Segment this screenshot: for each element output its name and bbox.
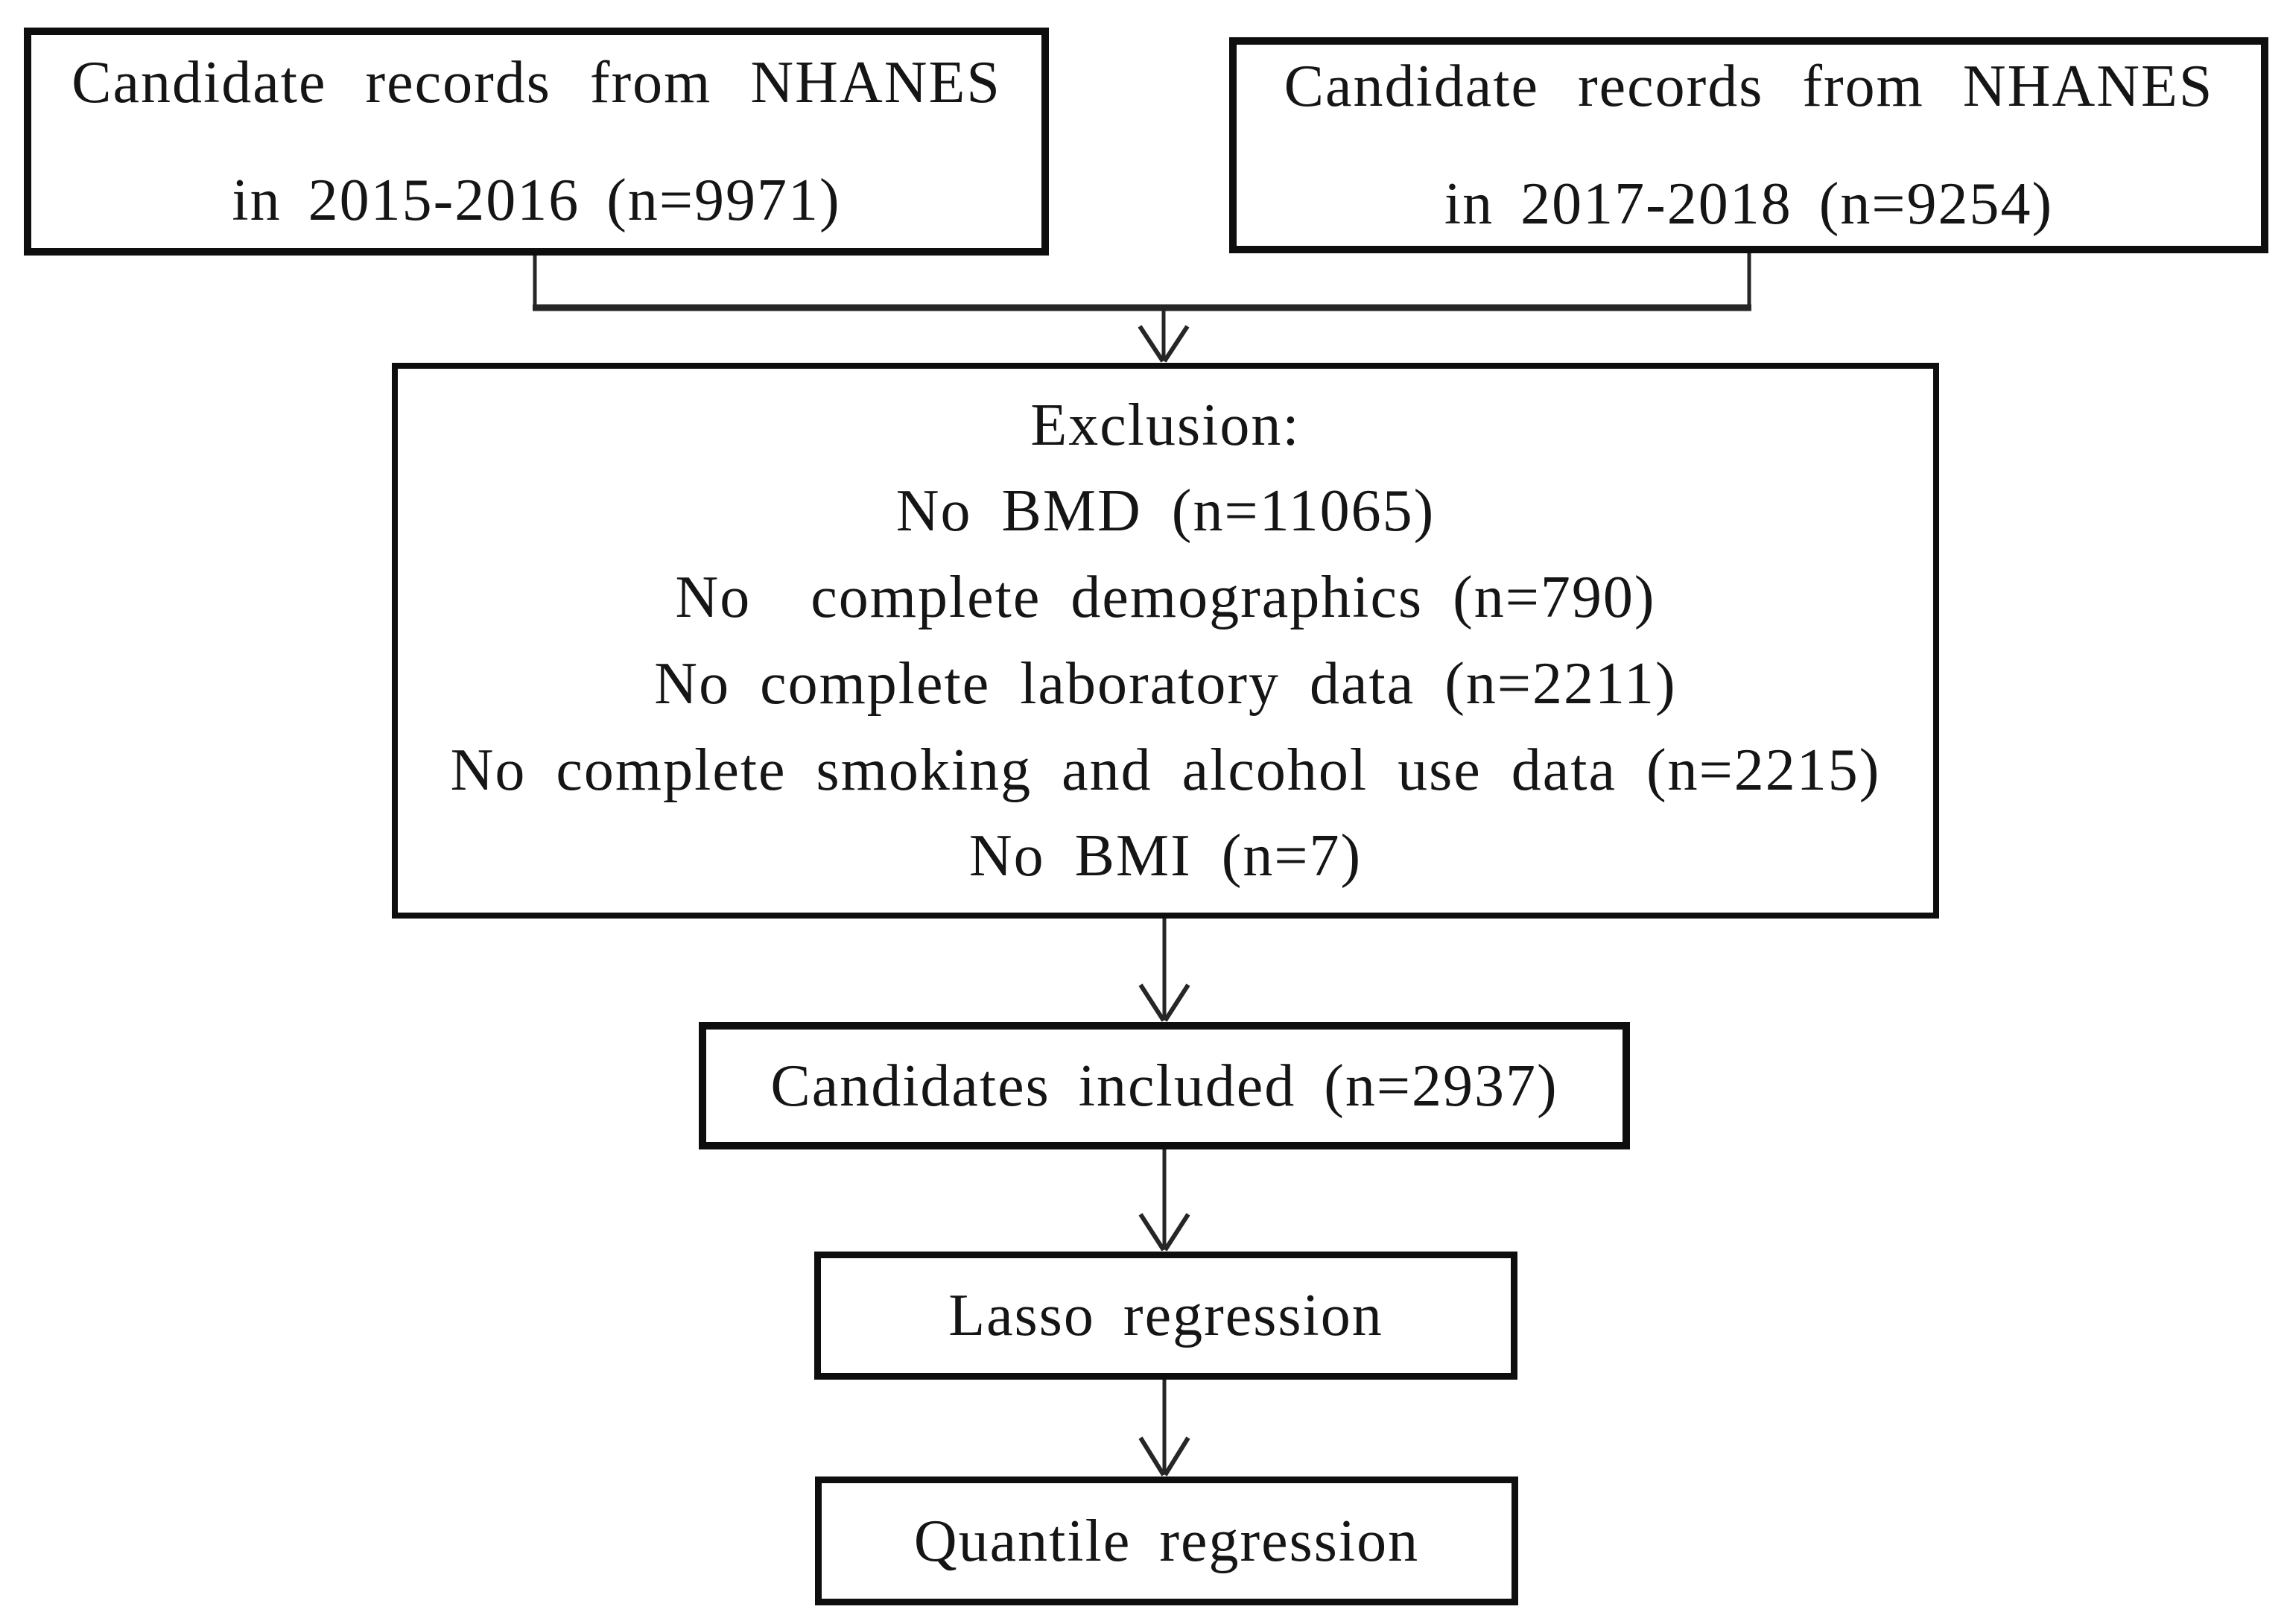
exclusion-item-no-smoking-alcohol: No complete smoking and alcohol use data… <box>450 737 1881 803</box>
arrow-included-to-lasso <box>1138 1149 1190 1252</box>
exclusion-item-no-demographics: No complete demographics (n=790) <box>675 565 1656 631</box>
quantile-regression-label: Quantile regression <box>913 1508 1420 1574</box>
exclusion-title: Exclusion: <box>1030 392 1301 458</box>
nhanes-2017-2018-box: Candidate records from NHANES in 2017-20… <box>1229 37 2268 253</box>
candidates-included-box: Candidates included (n=2937) <box>699 1022 1630 1149</box>
nhanes-2015-2016-line1: Candidate records from NHANES <box>72 50 1001 115</box>
nhanes-2015-2016-line2: in 2015-2016 (n=9971) <box>232 168 841 233</box>
arrow-down-icon <box>1138 325 1190 363</box>
nhanes-2015-2016-box: Candidate records from NHANES in 2015-20… <box>24 28 1049 256</box>
exclusion-box: Exclusion: No BMD (n=11065) No complete … <box>392 363 1939 919</box>
nhanes-2017-2018-line2: in 2017-2018 (n=9254) <box>1444 171 2054 237</box>
lasso-regression-label: Lasso regression <box>948 1283 1383 1348</box>
exclusion-item-no-bmd: No BMD (n=11065) <box>895 478 1436 545</box>
exclusion-item-no-bmi: No BMI (n=7) <box>968 823 1363 889</box>
exclusion-item-no-laboratory: No complete laboratory data (n=2211) <box>654 650 1677 717</box>
candidates-included-label: Candidates included (n=2937) <box>770 1053 1558 1119</box>
quantile-regression-box: Quantile regression <box>815 1476 1518 1605</box>
merge-connector <box>533 253 1751 360</box>
lasso-regression-box: Lasso regression <box>814 1252 1517 1380</box>
nhanes-2017-2018-line1: Candidate records from NHANES <box>1284 54 2214 119</box>
arrow-lasso-to-quantile <box>1138 1380 1190 1476</box>
arrow-exclusion-to-included <box>1138 919 1190 1022</box>
